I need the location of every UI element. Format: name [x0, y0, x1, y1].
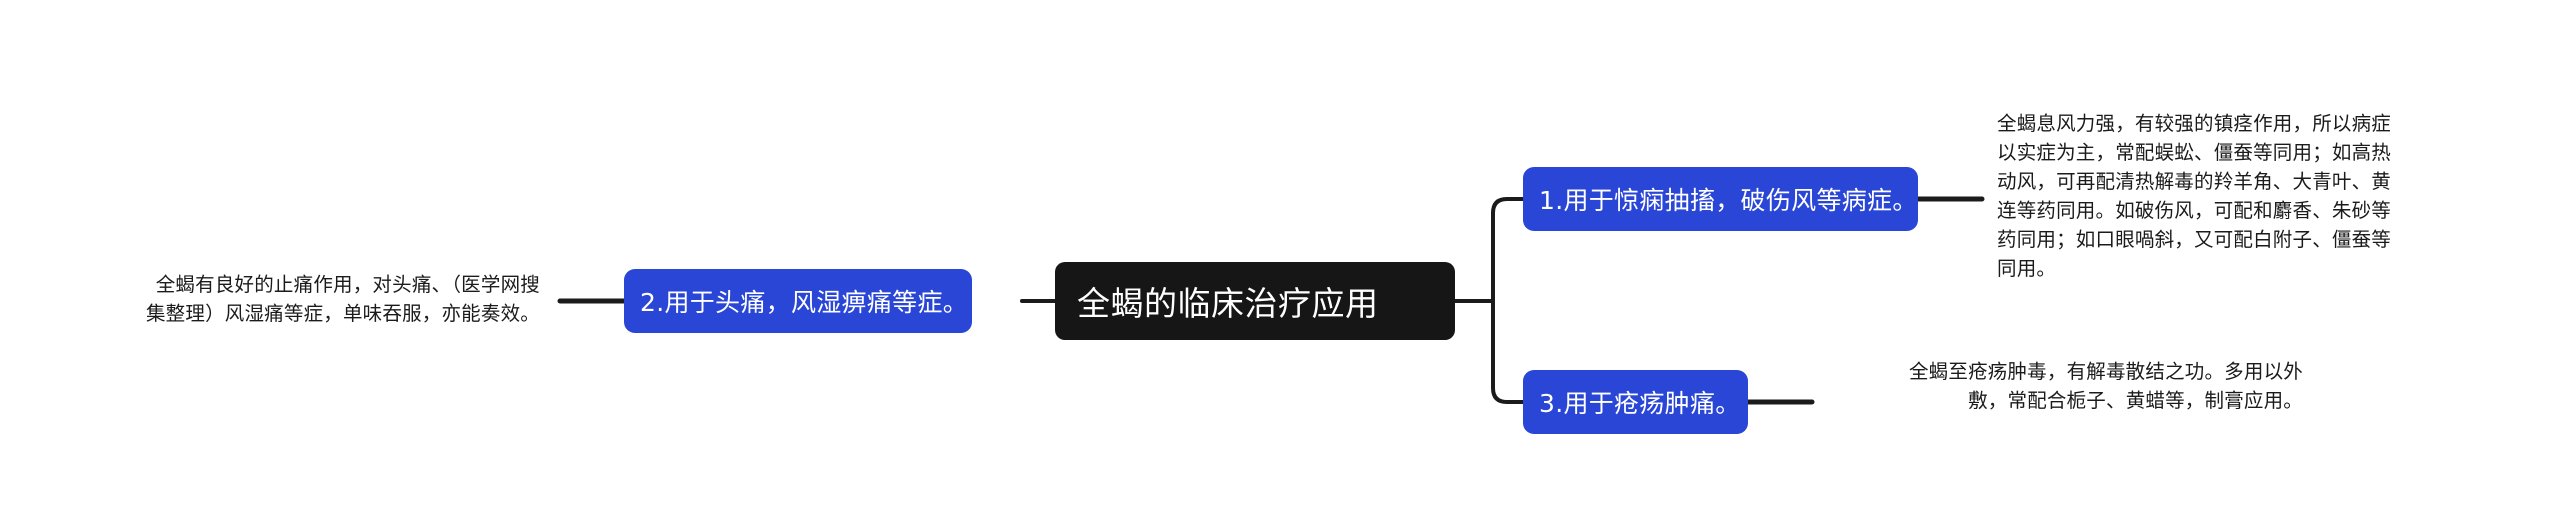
leaf-text-branch-1: 全蝎息风力强，有较强的镇痉作用，所以病症 以实症为主，常配蜈蚣、僵蚕等同用；如高…: [1997, 112, 2392, 280]
branch-node-2-label: 2.用于头痛，风湿痹痛等症。: [640, 288, 969, 317]
branch-node-3-label: 3.用于疮疡肿痛。: [1539, 389, 1741, 418]
branch-node-3[interactable]: 3.用于疮疡肿痛。: [1523, 370, 1748, 434]
root-node-label: 全蝎的临床治疗应用: [1077, 284, 1379, 323]
leaf-text-branch-2: 全蝎有良好的止痛作用，对头痛、（医学网搜 集整理）风湿痛等症，单味吞服，亦能奏效…: [145, 273, 540, 325]
edge-trunk-to-branch-1: [1491, 197, 1525, 303]
branch-node-1[interactable]: 1.用于惊痫抽搐，破伤风等病症。: [1523, 167, 1918, 231]
branch-node-2[interactable]: 2.用于头痛，风湿痹痛等症。: [624, 269, 972, 333]
branch-node-1-label: 1.用于惊痫抽搐，破伤风等病症。: [1539, 186, 1918, 215]
leaf-text-branch-3: 全蝎至疮疡肿毒，有解毒散结之功。多用以外 敷，常配合栀子、黄蜡等，制膏应用。: [1908, 360, 2303, 412]
root-node[interactable]: 全蝎的临床治疗应用: [1055, 262, 1455, 340]
edge-trunk-to-branch-3: [1491, 299, 1525, 404]
